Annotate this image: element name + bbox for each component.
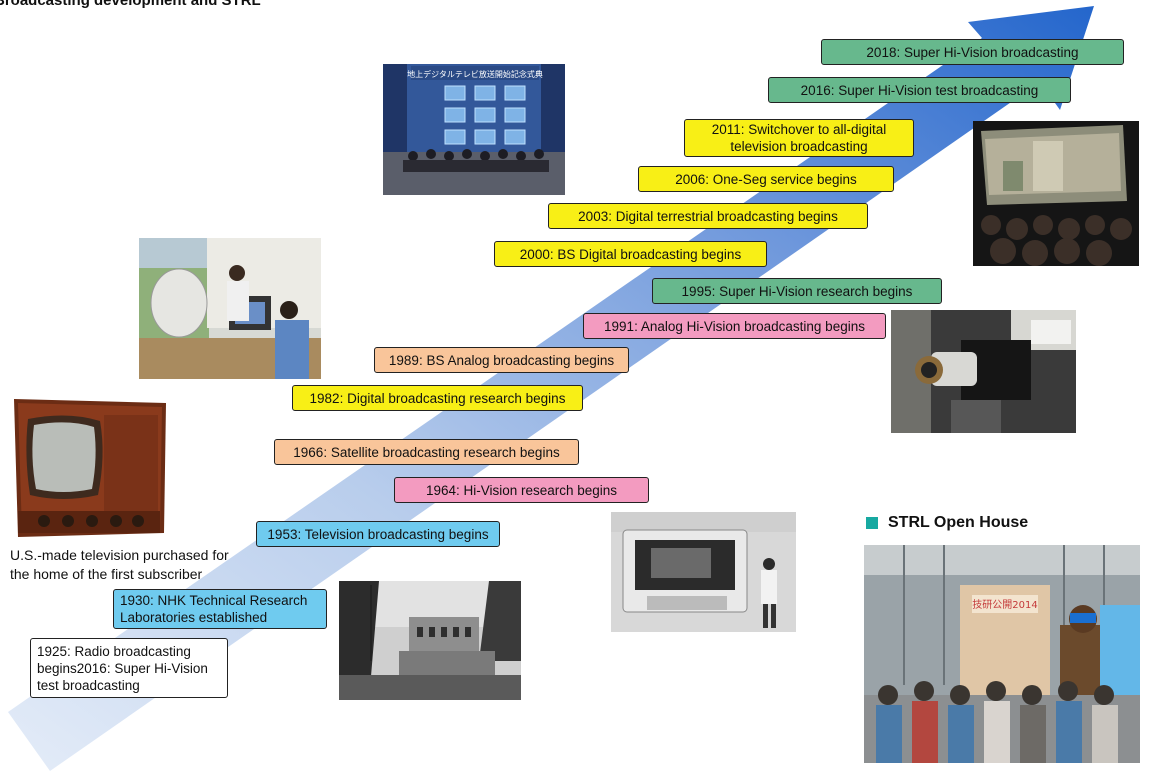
photo-digital-broadcast-ceremony: 地上デジタルテレビ放送開始記念式典 [383, 64, 565, 195]
milestone-1982: 1982: Digital broadcasting research begi… [292, 385, 583, 411]
photo-hivision-camera [891, 310, 1076, 433]
milestone-1964: 1964: Hi-Vision research begins [394, 477, 649, 503]
tv-caption: U.S.-made television purchased for the h… [10, 546, 229, 584]
photo-hivision-demonstration [611, 512, 796, 632]
ceremony-banner-text: 地上デジタルテレビ放送開始記念式典 [407, 69, 543, 79]
milestone-2016: 2016: Super Hi-Vision test broadcasting [768, 77, 1071, 103]
page-title: Broadcasting development and STRL [0, 0, 261, 9]
section-open-house-label: STRL Open House [888, 514, 1029, 531]
photo-strl-open-house: 技研公開2014 [864, 545, 1140, 763]
photo-antique-television [8, 395, 172, 541]
milestone-2018: 2018: Super Hi-Vision broadcasting [821, 39, 1124, 65]
milestone-1966: 1966: Satellite broadcasting research be… [274, 439, 579, 465]
milestone-2000: 2000: BS Digital broadcasting begins [494, 241, 767, 267]
milestone-1953: 1953: Television broadcasting begins [256, 521, 500, 547]
milestone-1930: 1930: NHK Technical Research Laboratorie… [113, 589, 327, 629]
photo-satellite-research-lab [139, 238, 321, 379]
open-house-sign-text: 技研公開2014 [972, 598, 1037, 611]
milestone-1995: 1995: Super Hi-Vision research begins [652, 278, 942, 304]
tv-caption-line-1: U.S.-made television purchased for [10, 547, 229, 563]
milestone-1925: 1925: Radio broadcasting begins2016: Sup… [30, 638, 228, 698]
section-marker-icon [866, 517, 878, 529]
milestone-2006: 2006: One-Seg service begins [638, 166, 894, 192]
milestone-1991: 1991: Analog Hi-Vision broadcasting begi… [583, 313, 886, 339]
milestone-2003: 2003: Digital terrestrial broadcasting b… [548, 203, 868, 229]
section-open-house: STRL Open House [866, 514, 1028, 532]
tv-caption-line-2: the home of the first subscriber [10, 566, 203, 582]
milestone-1989: 1989: BS Analog broadcasting begins [374, 347, 629, 373]
milestone-2011: 2011: Switchover to all-digital televisi… [684, 119, 914, 157]
photo-laboratory-building [339, 581, 521, 700]
photo-super-hivision-screening [973, 121, 1139, 266]
